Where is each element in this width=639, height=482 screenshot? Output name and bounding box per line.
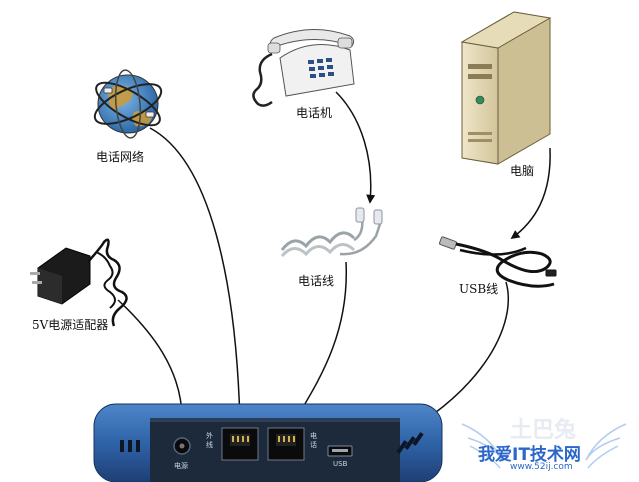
rj11-port-line <box>221 427 259 461</box>
label-phone-cable: 电话线 <box>298 274 335 288</box>
device-port-right-label: 电话 <box>310 432 317 449</box>
device-usb-label: USB <box>333 460 348 468</box>
device-body <box>93 403 443 482</box>
line-computer-to-usb <box>510 147 551 240</box>
label-computer: 电脑 <box>510 164 535 178</box>
label-phone-network: 电话网络 <box>96 150 145 164</box>
watermark-line1: 土巴兔 <box>510 418 577 443</box>
telephone-icon <box>252 28 355 107</box>
power-adapter-icon <box>30 238 128 327</box>
line-network-to-device <box>149 127 245 424</box>
label-usb-cable: USB线 <box>459 282 499 296</box>
device-power-label: 电源 <box>174 462 188 470</box>
line-telephone-to-cable <box>335 91 376 204</box>
label-telephone: 电话机 <box>296 106 333 120</box>
phone-network-globe-icon <box>93 69 163 139</box>
device-port-left-label: 外线 <box>206 432 213 449</box>
watermark-logo-icon <box>461 423 627 469</box>
phone-cable-icon <box>280 207 383 258</box>
watermark-line2: 我爱IT技术网 <box>478 445 581 465</box>
label-power-adapter: 5V电源适配器 <box>32 318 109 332</box>
computer-tower-icon <box>460 11 552 165</box>
rj11-port-phone <box>267 427 305 461</box>
watermark-url: www.52ij.com <box>510 462 573 472</box>
usb-cable-icon <box>439 236 557 288</box>
